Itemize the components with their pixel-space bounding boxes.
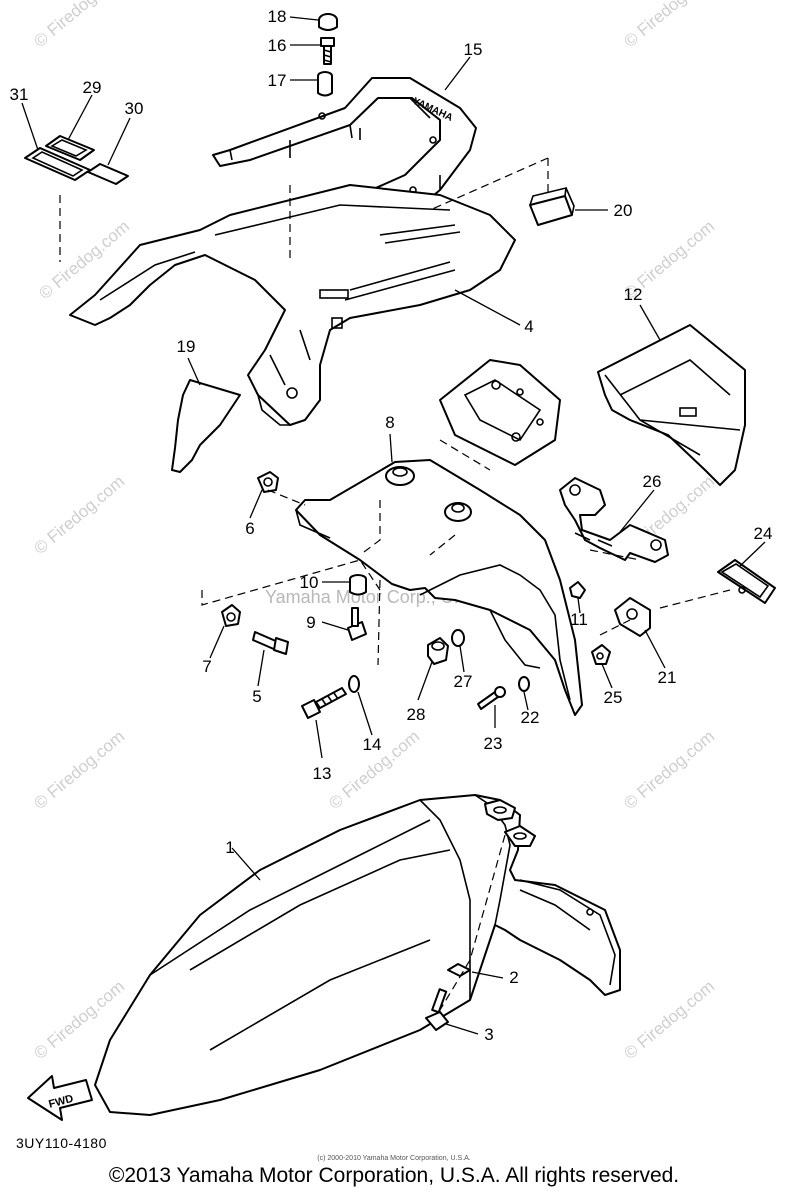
part-bolt-16 bbox=[320, 37, 335, 65]
callout-28: 28 bbox=[407, 705, 426, 724]
callout-16: 16 bbox=[268, 36, 287, 55]
part-sponge bbox=[529, 186, 575, 226]
part-bracket-upper bbox=[439, 359, 561, 466]
part-washer-14 bbox=[348, 675, 360, 693]
part-cap bbox=[318, 13, 338, 31]
part-washer-2 bbox=[447, 963, 471, 977]
part-license-bracket bbox=[559, 477, 669, 563]
part-inner-flap bbox=[171, 379, 241, 473]
part-screw-23 bbox=[477, 686, 506, 710]
part-license-light bbox=[614, 597, 651, 637]
watermark: © Firedog.com bbox=[30, 727, 128, 813]
part-decals bbox=[24, 135, 129, 185]
callout-labels: 18 16 17 15 31 29 30 20 12 4 19 8 6 26 2… bbox=[10, 7, 773, 1044]
callout-19: 19 bbox=[177, 337, 196, 356]
part-collar-17 bbox=[317, 71, 333, 97]
part-collar-10 bbox=[349, 574, 367, 596]
callout-12: 12 bbox=[624, 285, 643, 304]
part-bolt-5 bbox=[252, 631, 289, 655]
callout-20: 20 bbox=[614, 201, 633, 220]
callout-29: 29 bbox=[83, 78, 102, 97]
callout-8: 8 bbox=[385, 413, 394, 432]
callout-26: 26 bbox=[643, 472, 662, 491]
callout-31: 31 bbox=[10, 85, 29, 104]
callout-13: 13 bbox=[313, 764, 332, 783]
callout-21: 21 bbox=[658, 668, 677, 687]
callout-15: 15 bbox=[464, 40, 483, 59]
leader-lines bbox=[21, 16, 766, 1035]
part-rear-flap-box bbox=[597, 324, 746, 486]
callout-22: 22 bbox=[521, 708, 540, 727]
part-grommet-6 bbox=[257, 471, 279, 493]
callout-5: 5 bbox=[252, 687, 261, 706]
callout-2: 2 bbox=[509, 968, 518, 987]
part-rear-fender bbox=[94, 794, 621, 1116]
callout-9: 9 bbox=[306, 613, 315, 632]
part-reflector bbox=[717, 559, 776, 604]
callout-4: 4 bbox=[524, 317, 533, 336]
callout-17: 17 bbox=[268, 71, 287, 90]
callout-1: 1 bbox=[225, 838, 234, 857]
callout-6: 6 bbox=[245, 519, 254, 538]
watermark: © Firedog.com bbox=[620, 977, 718, 1063]
callout-10: 10 bbox=[300, 573, 319, 592]
callout-3: 3 bbox=[484, 1025, 493, 1044]
callout-7: 7 bbox=[202, 657, 211, 676]
diagram-part-code: 3UY110-4180 bbox=[16, 1135, 107, 1151]
part-nut-7 bbox=[221, 604, 241, 627]
fwd-arrow-icon: FWD bbox=[27, 1075, 93, 1121]
callout-25: 25 bbox=[604, 688, 623, 707]
copyright-notice: ©2013 Yamaha Motor Corporation, U.S.A. A… bbox=[108, 1164, 680, 1187]
part-rear-cover bbox=[69, 184, 516, 426]
part-tail-bracket bbox=[295, 459, 583, 716]
fine-print: (c) 2000-2010 Yamaha Motor Corporation, … bbox=[317, 1155, 471, 1162]
callout-11: 11 bbox=[570, 610, 588, 629]
watermark: © Firedog.com bbox=[620, 727, 718, 813]
callout-24: 24 bbox=[754, 524, 773, 543]
callout-30: 30 bbox=[125, 99, 144, 118]
callout-14: 14 bbox=[363, 735, 382, 754]
watermark: © Firedog.com bbox=[30, 0, 128, 51]
callout-18: 18 bbox=[268, 7, 287, 26]
part-nut-25 bbox=[591, 644, 611, 665]
part-washer-22 bbox=[518, 676, 530, 692]
part-bolt-3 bbox=[425, 988, 449, 1031]
part-bolt-13 bbox=[301, 687, 347, 719]
callout-27: 27 bbox=[454, 672, 473, 691]
assembly-lines bbox=[59, 157, 731, 1011]
part-washer-27 bbox=[451, 629, 465, 647]
part-nut-11 bbox=[569, 581, 586, 599]
watermark: © Firedog.com bbox=[30, 472, 128, 558]
part-grommet-28 bbox=[427, 637, 449, 665]
watermark: © Firedog.com bbox=[620, 0, 718, 51]
part-bolt-9 bbox=[347, 607, 367, 641]
callout-23: 23 bbox=[484, 734, 503, 753]
